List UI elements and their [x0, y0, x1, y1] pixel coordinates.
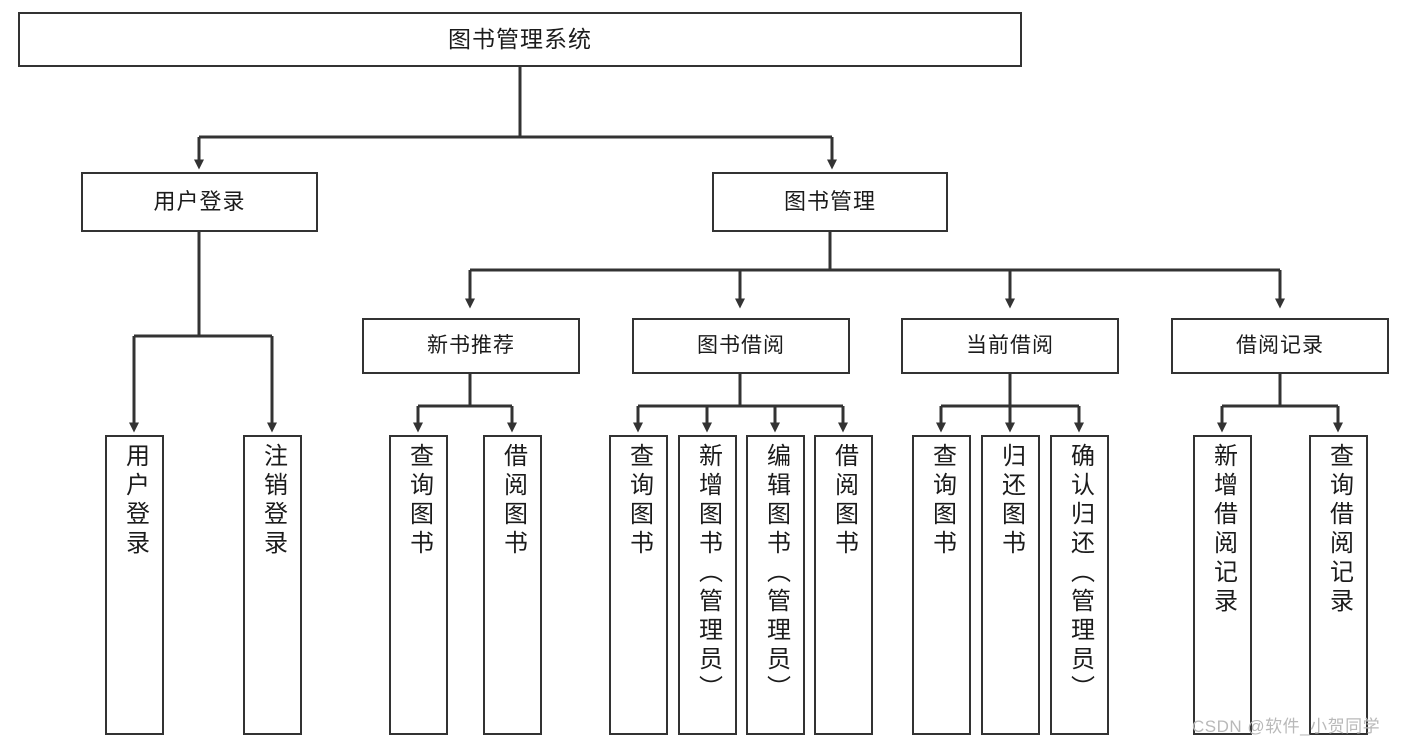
- leaf-query-book-borrow[interactable]: 查询图书: [609, 435, 668, 735]
- leaf-label: 借阅图书: [830, 443, 858, 559]
- node-label: 新书推荐: [427, 334, 515, 358]
- node-label: 图书管理系统: [448, 25, 592, 52]
- leaf-confirm-return-admin[interactable]: 确认归还（管理员）: [1050, 435, 1109, 735]
- leaf-user-login[interactable]: 用户登录: [105, 435, 164, 735]
- node-book-management[interactable]: 图书管理: [712, 172, 948, 232]
- leaf-label: 查询图书: [405, 443, 433, 559]
- node-user-login[interactable]: 用户登录: [81, 172, 318, 232]
- node-label: 当前借阅: [966, 334, 1054, 358]
- node-label: 借阅记录: [1236, 334, 1324, 358]
- leaf-label: 借阅图书: [499, 443, 527, 559]
- leaf-query-book-newbook[interactable]: 查询图书: [389, 435, 448, 735]
- node-label: 图书借阅: [697, 334, 785, 358]
- leaf-label: 确认归还（管理员）: [1066, 443, 1094, 704]
- leaf-borrow-book[interactable]: 借阅图书: [814, 435, 873, 735]
- node-new-book-recommend[interactable]: 新书推荐: [362, 318, 580, 374]
- leaf-label: 编辑图书（管理员）: [762, 443, 790, 704]
- leaf-add-borrow-record[interactable]: 新增借阅记录: [1193, 435, 1252, 735]
- leaf-label: 查询图书: [625, 443, 653, 559]
- leaf-user-logout[interactable]: 注销登录: [243, 435, 302, 735]
- leaf-label: 归还图书: [997, 443, 1025, 559]
- node-book-borrow[interactable]: 图书借阅: [632, 318, 850, 374]
- leaf-edit-book-admin[interactable]: 编辑图书（管理员）: [746, 435, 805, 735]
- node-root-system[interactable]: 图书管理系统: [18, 12, 1022, 67]
- node-borrow-records[interactable]: 借阅记录: [1171, 318, 1389, 374]
- node-current-borrow[interactable]: 当前借阅: [901, 318, 1119, 374]
- watermark: CSDN @软件_小贺同学: [1192, 717, 1381, 736]
- leaf-label: 查询图书: [928, 443, 956, 559]
- leaf-label: 新增借阅记录: [1209, 443, 1237, 617]
- leaf-borrow-book-newbook[interactable]: 借阅图书: [483, 435, 542, 735]
- leaf-label: 新增图书（管理员）: [694, 443, 722, 704]
- leaf-label: 注销登录: [259, 443, 287, 559]
- leaf-query-borrow-record[interactable]: 查询借阅记录: [1309, 435, 1368, 735]
- leaf-query-book-current[interactable]: 查询图书: [912, 435, 971, 735]
- node-label: 用户登录: [153, 188, 246, 214]
- leaf-return-book[interactable]: 归还图书: [981, 435, 1040, 735]
- leaf-add-book-admin[interactable]: 新增图书（管理员）: [678, 435, 737, 735]
- leaf-label: 用户登录: [121, 443, 149, 559]
- node-label: 图书管理: [783, 188, 876, 214]
- leaf-label: 查询借阅记录: [1325, 443, 1353, 617]
